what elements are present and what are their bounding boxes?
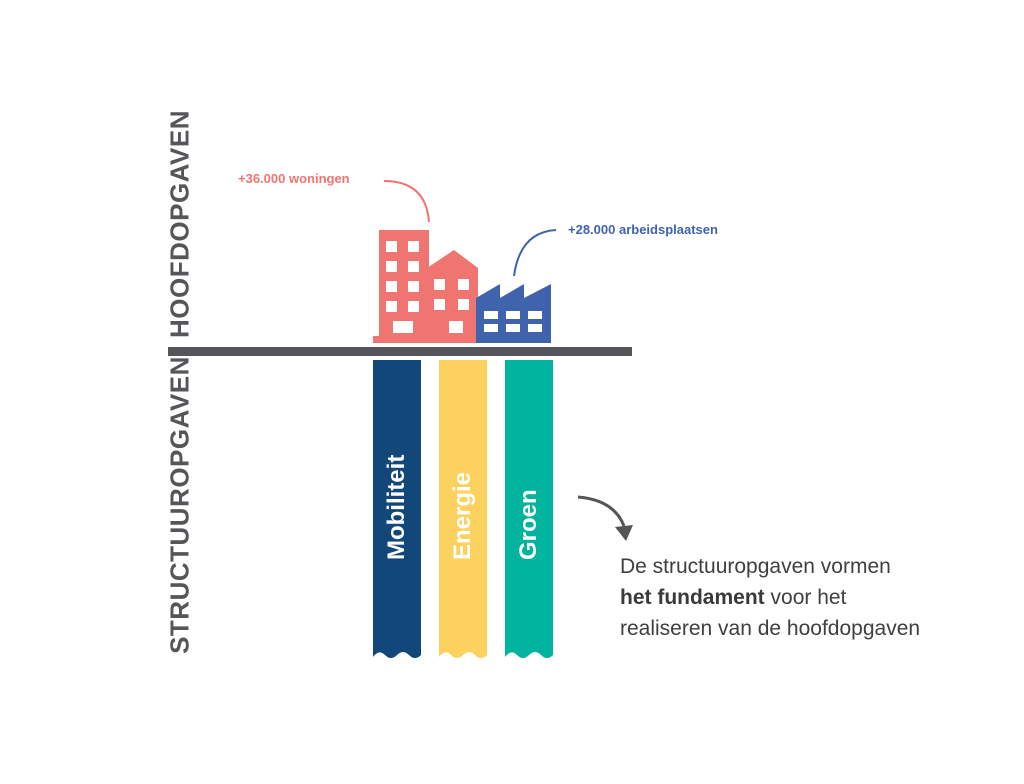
callout-housing: +36.000 woningen — [238, 171, 350, 186]
foundation-statement: De structuuropgaven vormen het fundament… — [620, 551, 1000, 644]
apartment-building-icon — [379, 230, 429, 343]
pillar-wave-icon — [373, 652, 421, 661]
pillar-groen: Groen — [505, 360, 553, 661]
factory-icon — [476, 284, 551, 343]
pillar-wave-icon — [439, 652, 487, 661]
pillar-wave-icon — [505, 652, 553, 661]
ground-line — [168, 347, 632, 356]
statement-bold: het fundament — [620, 586, 765, 609]
callout-housing-line — [383, 180, 430, 223]
house-building-icon — [427, 250, 478, 343]
statement-line-2: voor het — [770, 586, 847, 609]
pillar-energie: Energie — [439, 360, 487, 661]
statement-line-1: De structuuropgaven vormen — [620, 555, 891, 578]
callout-jobs: +28.000 arbeidsplaatsen — [568, 222, 718, 237]
pillar-mobiliteit: Mobiliteit — [373, 360, 421, 661]
callout-jobs-line — [513, 229, 557, 277]
curved-arrow-icon — [577, 495, 633, 541]
statement-line-3: realiseren van de hoofdopgaven — [620, 617, 921, 640]
